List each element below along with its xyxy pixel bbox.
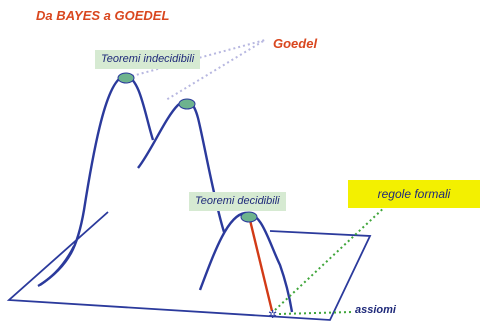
label-regole-formali: regole formali — [348, 180, 480, 208]
assiomi-link — [278, 311, 353, 315]
label-assiomi: assiomi — [355, 304, 396, 316]
peak-node-second — [178, 98, 196, 110]
peak-decidibili-curve — [198, 211, 294, 313]
peak-node-indecidibili — [117, 72, 135, 84]
goedel-label: Goedel — [273, 36, 318, 51]
axiom-star-icon: ✲ — [268, 308, 277, 321]
peak-indecidibili-curve — [39, 74, 155, 286]
label-teoremi-decidibili: Teoremi decidibili — [189, 192, 286, 211]
regole-link — [274, 203, 389, 311]
peak-node-decidibili — [240, 211, 258, 223]
base-plane — [6, 211, 372, 321]
goedel-link — [131, 39, 266, 101]
base-ridge — [37, 245, 75, 287]
peak-second-curve — [137, 99, 226, 233]
proof-path — [247, 215, 274, 312]
diagram-title: Da BAYES a GOEDEL — [36, 8, 170, 23]
label-teoremi-indecidibili: Teoremi indecidibili — [95, 50, 201, 69]
